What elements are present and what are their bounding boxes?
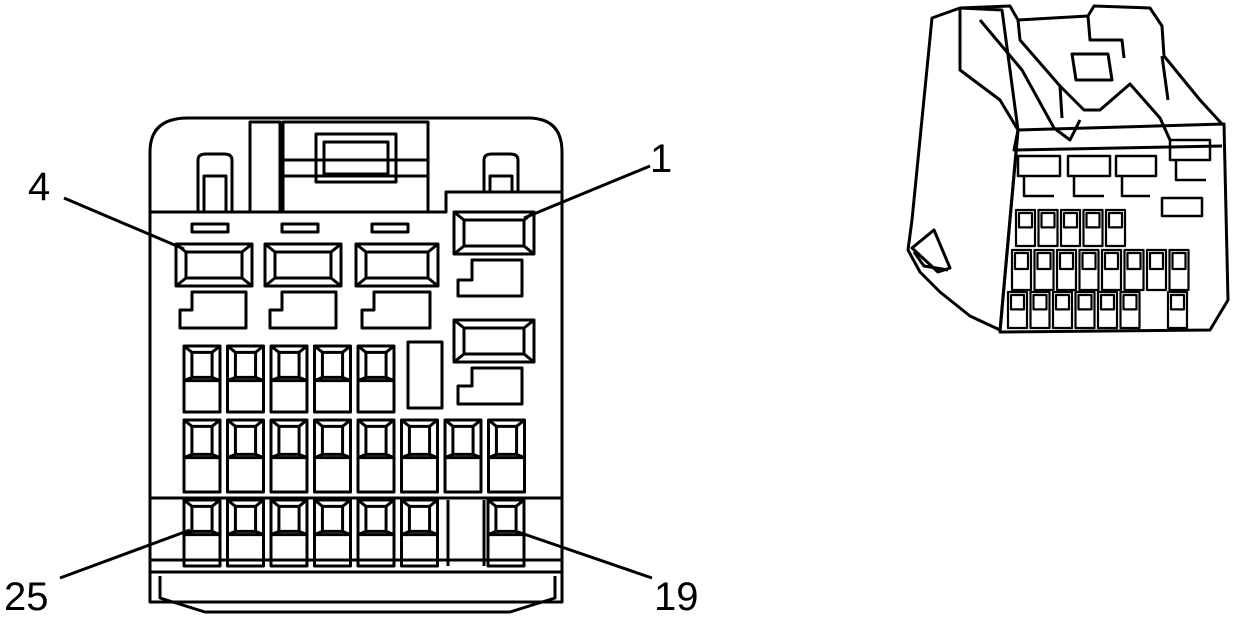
terminal-cavity	[269, 498, 309, 568]
iso-terminal-slot	[1171, 251, 1187, 271]
large-cavity	[263, 242, 343, 330]
iso-terminal-cavity	[1166, 290, 1189, 330]
iso-terminal-slot	[1085, 211, 1101, 229]
terminal-cavity	[313, 498, 352, 568]
iso-terminal-cavity	[1074, 290, 1096, 330]
iso-terminal-cavity	[1010, 248, 1033, 292]
pin-label-25: 25	[4, 575, 49, 619]
iso-side-face	[906, 6, 1020, 332]
iso-terminal-slot	[1013, 251, 1030, 271]
slot-marker	[280, 222, 320, 234]
terminal-cavity	[269, 418, 309, 494]
callout-leader-lines	[59, 164, 653, 580]
iso-terminal-slot	[1081, 251, 1097, 271]
iso-terminal-slot	[1040, 211, 1056, 229]
terminal-cavity	[356, 498, 396, 568]
iso-terminal-slot	[1036, 251, 1052, 271]
connector-face-view	[59, 116, 653, 614]
iso-terminal-cavity	[1082, 208, 1104, 248]
iso-terminal-slot	[1058, 251, 1075, 271]
pin-label-19: 19	[654, 575, 699, 619]
connector-body-outline	[148, 116, 564, 604]
iso-terminal-cavity	[1051, 290, 1074, 330]
terminal-cavity	[182, 344, 222, 414]
iso-terminal-cavity	[1059, 208, 1082, 248]
iso-terminal-cavity	[1055, 248, 1078, 292]
iso-terminal-cavity	[1029, 290, 1051, 330]
pin-label-1: 1	[650, 137, 672, 181]
iso-terminal-cavity	[1096, 290, 1119, 330]
iso-terminal-slot	[1103, 251, 1120, 271]
large-cavity	[452, 318, 536, 406]
iso-large-cavities	[1016, 138, 1212, 218]
terminal-cavity	[400, 498, 439, 568]
side-lock-right	[482, 152, 520, 192]
terminal-cavity	[400, 418, 439, 494]
iso-terminal-slot	[1077, 293, 1093, 311]
iso-terminal-slot	[1017, 211, 1034, 229]
connector-bottom-lip	[150, 570, 562, 614]
iso-terminal-cavity	[1037, 208, 1059, 248]
terminal-cavity	[226, 344, 265, 414]
terminal-cavity	[182, 498, 222, 568]
small-cavity-grid	[182, 344, 526, 568]
top-latch	[248, 120, 430, 214]
iso-terminal-cavity	[1123, 248, 1145, 292]
terminal-cavity	[313, 418, 352, 494]
side-lock-left	[196, 152, 234, 212]
iso-terminal-slot	[1099, 293, 1116, 311]
iso-terminal-slot	[1169, 293, 1186, 311]
terminal-cavity	[356, 344, 396, 414]
iso-terminal-cavity	[1104, 208, 1127, 248]
slot-marker	[370, 222, 410, 234]
terminal-cavity	[182, 418, 222, 494]
iso-terminal-slot	[1062, 211, 1079, 229]
large-cavity	[174, 242, 254, 330]
terminal-cavity	[356, 418, 396, 494]
terminal-cavity	[313, 344, 352, 414]
slot-marker	[190, 222, 230, 234]
iso-top-ribs	[959, 4, 1224, 142]
iso-small-cavity-grid	[1006, 208, 1190, 330]
iso-terminal-slot	[1107, 211, 1124, 229]
connector-isometric-view	[906, 4, 1230, 334]
iso-terminal-slot	[1032, 293, 1048, 311]
terminal-cavity	[226, 418, 265, 494]
pin-label-4: 4	[28, 165, 50, 209]
iso-terminal-cavity	[1033, 248, 1055, 292]
iso-terminal-slot	[1126, 251, 1142, 271]
iso-terminal-cavity	[1145, 248, 1168, 292]
iso-terminal-cavity	[1006, 290, 1029, 330]
iso-terminal-slot	[1122, 293, 1138, 311]
iso-terminal-slot	[1054, 293, 1071, 311]
cavity-gap	[446, 500, 486, 566]
terminal-cavity	[487, 418, 526, 494]
iso-terminal-cavity	[1168, 248, 1190, 292]
iso-front-face	[998, 122, 1230, 334]
blank-cavity-plug	[406, 340, 444, 410]
iso-terminal-cavity	[1100, 248, 1123, 292]
iso-terminal-slot	[1148, 251, 1165, 271]
terminal-cavity	[226, 498, 265, 568]
iso-terminal-cavity	[1119, 290, 1141, 330]
terminal-cavity	[269, 344, 309, 414]
large-cavity-pin-1	[452, 210, 536, 298]
iso-terminal-slot	[1009, 293, 1026, 311]
large-cavity	[354, 242, 440, 330]
iso-terminal-cavity	[1014, 208, 1037, 248]
iso-terminal-cavity	[1078, 248, 1100, 292]
terminal-cavity	[443, 418, 483, 494]
